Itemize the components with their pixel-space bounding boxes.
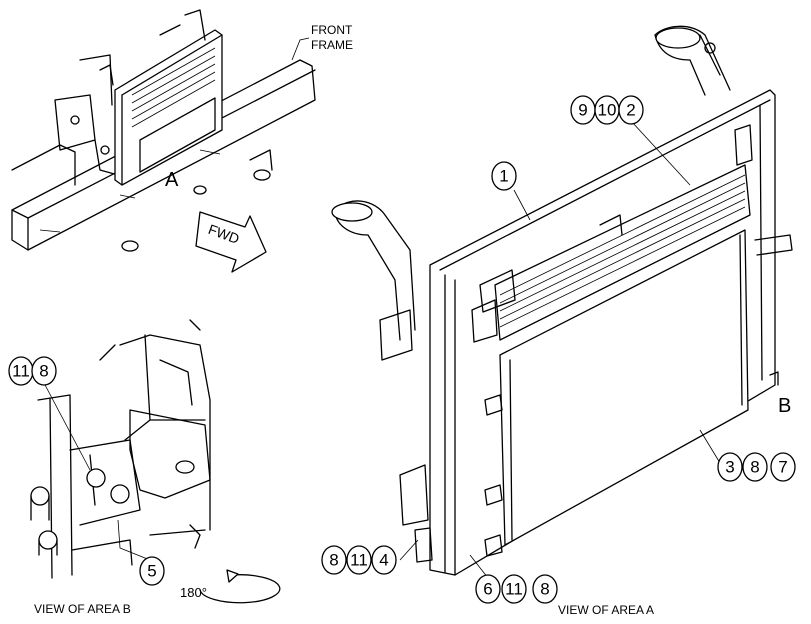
svg-text:2: 2 — [626, 101, 635, 120]
svg-text:6: 6 — [483, 580, 492, 599]
rotation-label: 180° — [180, 585, 207, 600]
area-b-detail — [30, 319, 211, 579]
svg-text:11: 11 — [12, 362, 30, 381]
front-frame-label-line1: FRONT — [311, 23, 353, 37]
leader-3-8-7 — [699, 429, 721, 464]
svg-text:4: 4 — [379, 551, 388, 570]
leader-area-b-top — [43, 382, 91, 471]
forward-arrow — [195, 211, 267, 273]
overview-illustration — [11, 9, 316, 252]
area-a-assembly — [331, 25, 793, 576]
svg-text:8: 8 — [540, 580, 549, 599]
leader-5 — [117, 519, 151, 561]
area-a-marker: A — [165, 169, 179, 191]
front-frame-leader — [291, 37, 310, 61]
callout-6: 6 — [475, 574, 501, 604]
svg-text:7: 7 — [778, 458, 787, 477]
callout-2: 2 — [618, 95, 644, 125]
leader-9-10-2 — [631, 121, 691, 186]
front-frame-label-line2: FRAME — [311, 38, 353, 52]
view-b-caption: VIEW OF AREA B — [34, 602, 131, 616]
svg-text:11: 11 — [505, 580, 523, 599]
rotation-arrow — [199, 574, 281, 604]
callout-10: 10 — [594, 95, 620, 125]
svg-text:8: 8 — [39, 362, 48, 381]
svg-text:10: 10 — [598, 101, 617, 120]
callout-3: 3 — [717, 452, 743, 482]
svg-text:8: 8 — [750, 458, 759, 477]
callout-8-l: 8 — [321, 545, 347, 575]
svg-text:8: 8 — [329, 551, 338, 570]
callout-8-b: 8 — [31, 356, 57, 386]
svg-text:1: 1 — [499, 167, 508, 186]
callout-8-bot: 8 — [532, 574, 558, 604]
svg-text:5: 5 — [147, 562, 156, 581]
svg-text:11: 11 — [350, 551, 368, 570]
callout-7: 7 — [770, 452, 796, 482]
callout-11-l: 11 — [346, 545, 372, 575]
callout-11-b: 11 — [8, 356, 34, 386]
callout-9: 9 — [570, 95, 596, 125]
svg-text:9: 9 — [578, 101, 587, 120]
callout-1: 1 — [491, 161, 517, 191]
leader-8-11-4 — [399, 539, 419, 561]
area-b-marker: B — [778, 395, 791, 417]
leader-1 — [513, 189, 531, 221]
view-a-caption: VIEW OF AREA A — [558, 603, 654, 617]
leader-6-11-8 — [469, 554, 489, 579]
callout-11-bot: 11 — [501, 574, 527, 604]
svg-text:3: 3 — [725, 458, 734, 477]
callout-8-r: 8 — [742, 452, 768, 482]
rotation-arrowhead — [226, 569, 239, 583]
callout-4: 4 — [371, 545, 397, 575]
callout-5: 5 — [139, 556, 165, 586]
